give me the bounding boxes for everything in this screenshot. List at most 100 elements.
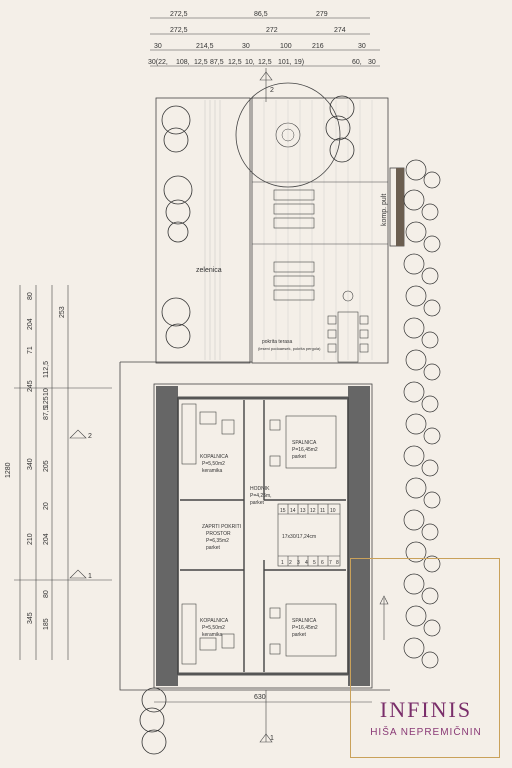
dim-label: 10, — [245, 59, 255, 66]
dim-label: 30 — [358, 43, 366, 50]
room-label-zaprti-prostor: ZAPRTI POKRITI PROSTOR P=6,35m2 parket — [202, 524, 241, 551]
dim-label: 87,5 — [43, 406, 50, 420]
dim-label: 108, — [176, 59, 190, 66]
dim-label: 86,5 — [254, 11, 268, 18]
watermark-title: INFINIS — [379, 697, 473, 722]
section-label: 1 — [270, 735, 274, 742]
komp-pult-label: komp. pult — [381, 194, 388, 226]
dim-label: 345 — [27, 612, 34, 624]
stair-numbers-bottom: 1 2 3 4 5 6 7 8 — [281, 560, 339, 566]
lawn-hatching — [204, 100, 221, 360]
dim-label: 20 — [43, 502, 50, 510]
left-dimensions — [14, 285, 112, 660]
dim-label: 216 — [312, 43, 324, 50]
house-outline — [153, 383, 373, 689]
dim-label: 60, — [352, 59, 362, 66]
dim-label: 205 — [43, 460, 50, 472]
stair-step-number: 11 — [320, 508, 325, 514]
pokrita-terasa-note: (leseni podoaesek, pokrita pergola) — [258, 346, 321, 351]
dim-label: 279 — [316, 11, 328, 18]
stair-step-number: 13 — [300, 508, 306, 514]
section-marker-2-left: 2 — [69, 429, 92, 440]
dim-label: 12,5 — [228, 59, 242, 66]
shrubs-top-right — [325, 95, 355, 163]
room-label-kopalnica-top: KOPALNICA P=5,50m2 keramika — [200, 454, 229, 474]
hedge-right — [403, 159, 441, 669]
section-marker-2-top: 2 — [259, 68, 274, 102]
top-dim-row4: 30(22, 108, 12,5 87,5 12,5 10, 12,5 101,… — [148, 59, 376, 66]
room-line: P=16,45m2 — [292, 447, 318, 453]
dim-label: 19) — [294, 59, 304, 66]
kitchen-counter: komp. pult — [381, 167, 405, 247]
staircase — [277, 503, 341, 567]
room-line: ZAPRTI POKRITI — [202, 524, 241, 530]
pokrita-terasa-label: pokrita terasa — [262, 339, 293, 345]
dim-label: 30 — [242, 43, 250, 50]
dim-label: 30(22, — [148, 59, 168, 66]
dim-label: 272,5 — [170, 27, 188, 34]
room-line: P=6,35m2 — [206, 538, 229, 544]
stair-step-number: 3 — [297, 560, 300, 566]
top-dim-row1: 272,5 86,5 279 — [170, 11, 328, 18]
stair-step-number: 1 — [281, 560, 284, 566]
stair-spec: 17x30/17,24cm — [282, 534, 316, 540]
room-line: parket — [292, 632, 307, 638]
dim-label: 10 — [43, 388, 50, 396]
dim-label: 87,5 — [210, 59, 224, 66]
room-line: SPALNICA — [292, 440, 317, 446]
stair-step-number: 15 — [280, 508, 286, 514]
stair-step-number: 10 — [330, 508, 336, 514]
stair-step-number: 8 — [336, 560, 339, 566]
room-label-kopalnica-bottom: KOPALNICA P=5,50m2 keramika — [200, 618, 229, 638]
room-line: parket — [206, 545, 221, 551]
room-label-spalnica-top: SPALNICA P=16,45m2 parket — [292, 440, 318, 460]
dim-label: 204 — [43, 533, 50, 545]
lawn-area — [155, 97, 251, 364]
watermark-subtitle: HIŠA NEPREMIČNIN — [370, 727, 482, 738]
site-boundary — [119, 362, 390, 691]
dim-label: 185 — [43, 618, 50, 630]
section-label: 2 — [88, 433, 92, 440]
room-line: SPALNICA — [292, 618, 317, 624]
dim-label: 245 — [27, 380, 34, 392]
dim-label: 30 — [368, 59, 376, 66]
room-line: parket — [292, 454, 307, 460]
dim-label: 272,5 — [170, 11, 188, 18]
stair-step-number: 14 — [290, 508, 296, 514]
dim-label: 272 — [266, 27, 278, 34]
section-label: 2 — [270, 87, 274, 94]
stair-step-number: 5 — [313, 560, 316, 566]
top-dim-row2: 272,5 272 274 — [170, 27, 346, 34]
stair-step-number: 4 — [305, 560, 308, 566]
dim-label: 253 — [59, 306, 66, 318]
room-line: P=5,50m2 — [202, 461, 225, 467]
section-marker-1-left: 1 — [69, 569, 92, 580]
terrace-deck — [251, 97, 389, 364]
stair-step-number: 12 — [310, 508, 316, 514]
room-line: KOPALNICA — [200, 454, 229, 460]
room-label-hodnik: HODNIK P=4,25m, parket — [250, 486, 272, 506]
shrubs-bottom-left — [139, 687, 167, 755]
bottom-dimension: 630 — [154, 694, 372, 703]
dim-label: 12,5 — [258, 59, 272, 66]
room-line: PROSTOR — [206, 531, 231, 537]
dim-label: 204 — [27, 318, 34, 330]
section-label: 1 — [88, 573, 92, 580]
dim-total: 1280 — [5, 462, 12, 478]
dim-label: 214,5 — [196, 43, 214, 50]
stair-numbers-top: 15 14 13 12 11 10 — [280, 508, 336, 514]
dim-label: 12,5 — [194, 59, 208, 66]
room-line: keramika — [202, 632, 223, 638]
stair-step-number: 6 — [321, 560, 324, 566]
dim-label: 80 — [43, 590, 50, 598]
beds — [269, 415, 337, 657]
room-line: P=5,50m2 — [202, 625, 225, 631]
section-marker-1-bottom: 1 — [259, 690, 274, 743]
room-line: P=16,45m2 — [292, 625, 318, 631]
entrance-arrow — [379, 595, 389, 640]
sun-loungers — [273, 189, 315, 301]
stair-step-number: 7 — [329, 560, 332, 566]
room-line: P=4,25m, — [250, 493, 272, 499]
room-line: HODNIK — [250, 486, 270, 492]
